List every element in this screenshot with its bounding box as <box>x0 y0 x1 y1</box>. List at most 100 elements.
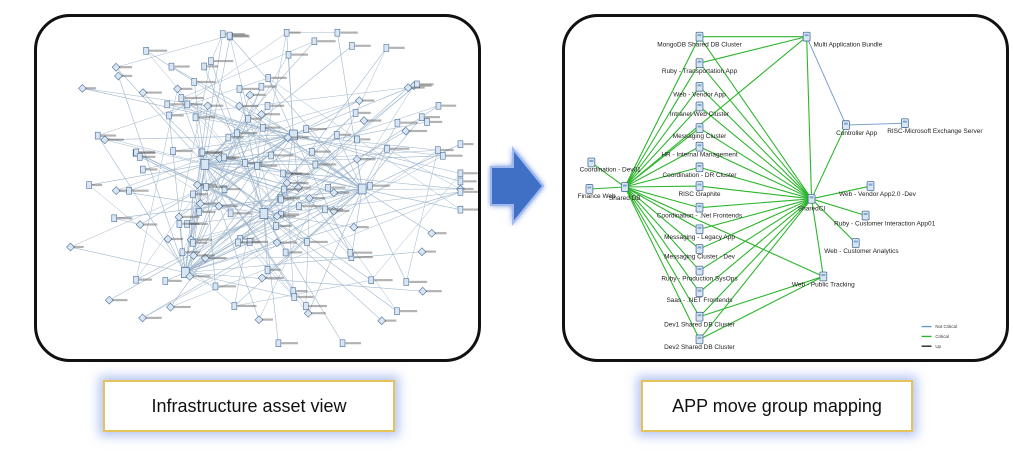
infra-server-node[interactable] <box>136 153 143 161</box>
infra-server-node[interactable] <box>264 266 271 274</box>
app-node[interactable] <box>695 181 704 191</box>
infra-device-node[interactable] <box>173 84 182 94</box>
infra-device-node[interactable] <box>163 234 173 244</box>
infra-server-node[interactable] <box>440 152 446 160</box>
infra-server-node[interactable] <box>303 125 309 133</box>
infra-device-node[interactable] <box>283 133 293 142</box>
infra-server-node[interactable] <box>296 202 302 210</box>
infra-server-node[interactable] <box>281 185 287 194</box>
infra-server-node[interactable] <box>178 94 185 102</box>
infra-device-node[interactable] <box>203 101 212 111</box>
infra-device-node[interactable] <box>427 228 437 238</box>
infra-device-node[interactable] <box>329 206 339 216</box>
infra-device-node[interactable] <box>189 251 198 260</box>
infra-server-node[interactable] <box>457 169 464 178</box>
infra-server-node[interactable] <box>86 181 92 189</box>
infra-device-node[interactable] <box>359 116 369 125</box>
infra-server-node[interactable] <box>352 109 359 117</box>
app-node[interactable] <box>695 311 704 322</box>
infra-server-node[interactable] <box>339 339 346 348</box>
infra-device-node[interactable] <box>349 222 359 232</box>
infra-server-node[interactable] <box>242 159 248 167</box>
infra-server-node[interactable] <box>126 187 132 195</box>
infra-server-node[interactable] <box>280 169 286 178</box>
infra-server-node[interactable] <box>133 148 140 157</box>
infra-server-node[interactable] <box>139 165 146 174</box>
app-node[interactable] <box>695 265 704 276</box>
infra-server-node[interactable] <box>168 62 175 71</box>
infra-server-node[interactable] <box>368 276 375 284</box>
infra-server-node[interactable] <box>234 129 240 138</box>
infra-server-node[interactable] <box>235 238 241 247</box>
app-node[interactable] <box>695 123 704 133</box>
infra-server-node[interactable] <box>219 30 226 38</box>
infra-server-node[interactable] <box>191 78 197 86</box>
infra-device-node[interactable] <box>214 201 224 211</box>
infra-server-node[interactable] <box>231 302 238 310</box>
infra-server-node[interactable] <box>245 115 251 123</box>
infra-server-node[interactable] <box>111 214 117 223</box>
app-node[interactable] <box>851 238 860 248</box>
infra-server-node[interactable] <box>334 131 340 139</box>
infra-server-node[interactable] <box>278 195 284 204</box>
infra-server-node[interactable] <box>354 135 360 144</box>
shared-ci-hub-node[interactable] <box>807 193 816 204</box>
app-node[interactable] <box>587 157 596 168</box>
app-node[interactable] <box>695 58 704 69</box>
infra-server-node[interactable] <box>424 118 430 126</box>
infra-server-node[interactable] <box>236 85 243 93</box>
infra-device-node[interactable] <box>174 212 184 222</box>
infra-hub-node[interactable] <box>200 159 210 170</box>
infra-device-node[interactable] <box>192 180 202 190</box>
infra-device-node[interactable] <box>403 83 413 93</box>
infra-server-node[interactable] <box>347 249 354 257</box>
infra-device-node[interactable] <box>352 154 362 164</box>
infra-device-node[interactable] <box>66 242 75 252</box>
infra-server-node[interactable] <box>457 177 464 186</box>
app-node[interactable] <box>819 271 828 282</box>
infra-server-node[interactable] <box>322 205 328 214</box>
infra-server-node[interactable] <box>221 185 228 193</box>
infra-server-node[interactable] <box>201 62 207 71</box>
infra-server-node[interactable] <box>226 31 233 40</box>
app-node[interactable] <box>866 181 875 191</box>
infra-hub-node[interactable] <box>357 183 367 195</box>
infra-server-node[interactable] <box>283 28 290 37</box>
infra-server-node[interactable] <box>170 147 176 155</box>
infra-server-node[interactable] <box>221 153 227 162</box>
infra-server-node[interactable] <box>291 293 297 301</box>
infra-device-node[interactable] <box>282 178 292 188</box>
infra-device-node[interactable] <box>111 62 121 72</box>
infra-server-node[interactable] <box>457 188 464 196</box>
infra-server-node[interactable] <box>192 113 199 122</box>
infra-server-node[interactable] <box>246 238 253 246</box>
infra-server-node[interactable] <box>457 140 464 148</box>
infra-hub-node[interactable] <box>180 267 190 278</box>
infra-server-node[interactable] <box>273 222 279 230</box>
infra-device-node[interactable] <box>111 186 121 196</box>
infra-server-node[interactable] <box>254 162 260 170</box>
app-node[interactable] <box>802 31 811 42</box>
infra-server-node[interactable] <box>435 102 442 110</box>
infra-device-node[interactable] <box>329 188 339 198</box>
infra-server-node[interactable] <box>225 133 232 142</box>
infra-server-node[interactable] <box>203 183 209 191</box>
infra-server-node[interactable] <box>394 307 400 315</box>
app-node[interactable] <box>695 141 704 152</box>
infra-device-node[interactable] <box>166 302 175 312</box>
infra-server-node[interactable] <box>282 248 289 257</box>
infra-device-node[interactable] <box>138 88 148 98</box>
infra-server-node[interactable] <box>384 145 390 153</box>
infra-server-node[interactable] <box>325 183 331 192</box>
app-node[interactable] <box>695 31 704 42</box>
infra-server-node[interactable] <box>403 278 410 286</box>
infra-server-node[interactable] <box>143 47 149 55</box>
infra-server-node[interactable] <box>133 275 139 284</box>
infra-server-node[interactable] <box>260 124 266 132</box>
infra-device-node[interactable] <box>135 220 145 229</box>
infra-device-node[interactable] <box>185 272 195 281</box>
infra-server-node[interactable] <box>190 190 196 199</box>
infra-device-node[interactable] <box>200 253 210 263</box>
infra-server-node[interactable] <box>176 220 183 228</box>
infra-server-node[interactable] <box>414 80 420 89</box>
